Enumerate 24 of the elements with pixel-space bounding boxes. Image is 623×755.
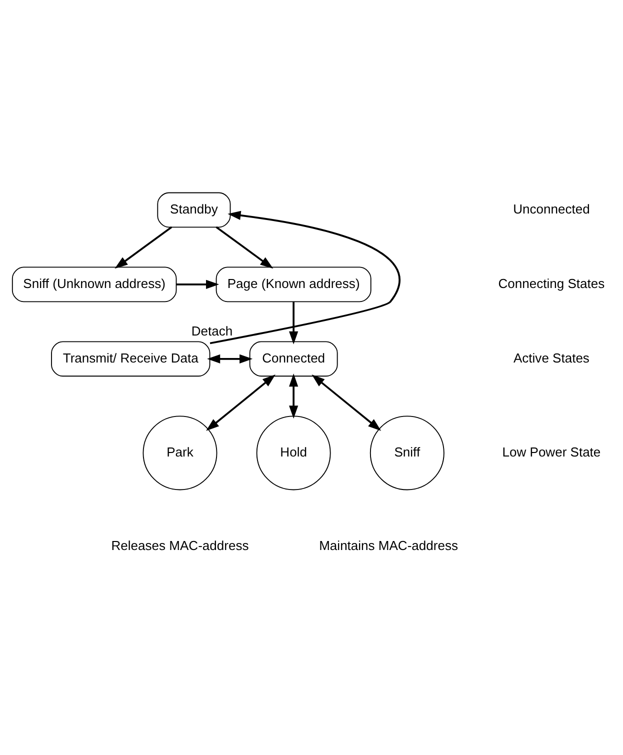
arrow xyxy=(207,354,253,363)
arrow xyxy=(206,374,276,430)
arrow xyxy=(210,210,400,344)
arrow xyxy=(289,373,298,418)
arrow xyxy=(114,226,172,268)
node-circle: Park xyxy=(142,415,218,490)
node-box: Sniff (Unknown address) xyxy=(12,266,177,302)
label: Maintains MAC-address xyxy=(319,537,458,552)
label: Unconnected xyxy=(513,200,590,216)
node-box: Connected xyxy=(249,340,338,376)
arrow xyxy=(176,279,220,288)
label: Active States xyxy=(513,350,590,365)
arrow xyxy=(312,374,382,430)
node-circle: Sniff xyxy=(370,415,444,490)
label: Connecting States xyxy=(498,275,605,290)
arrow xyxy=(289,301,298,344)
label: Low Power State xyxy=(502,444,601,459)
node-circle: Hold xyxy=(256,415,331,490)
node-box: Transmit/ Receive Data xyxy=(51,340,210,376)
node-box: Page (Known address) xyxy=(216,266,372,302)
node-label: Releases MAC-address xyxy=(111,537,249,552)
edge-label: Detach xyxy=(191,323,233,338)
node-box: Standby xyxy=(157,192,231,228)
arrow xyxy=(216,226,274,268)
